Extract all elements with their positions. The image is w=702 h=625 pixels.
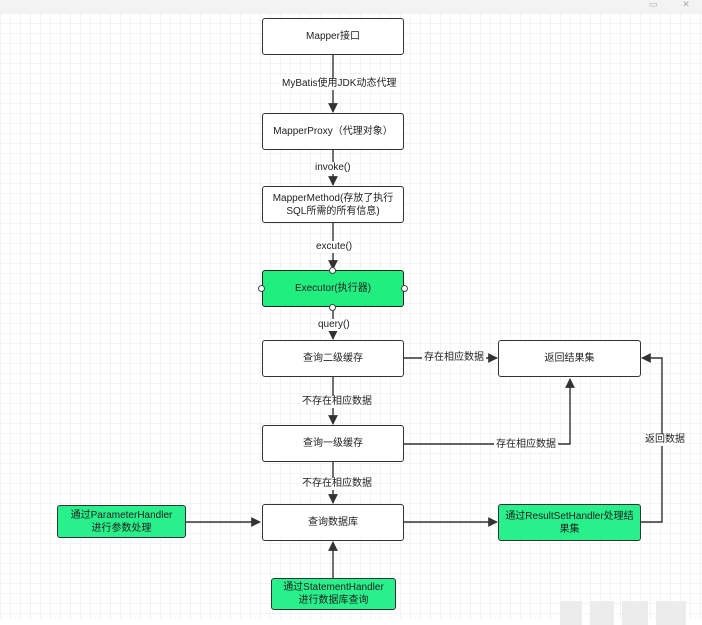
node-mapper-method-label-1: MapperMethod(存放了执行 (272, 192, 394, 204)
edge-l1-to-result (404, 378, 575, 445)
node-query-first-cache-label: 查询一级缓存 (303, 438, 363, 449)
watermark (560, 601, 690, 625)
node-query-second-cache-label: 查询二级缓存 (303, 353, 363, 364)
edge-label-return-data: 返回数据 (643, 434, 687, 446)
node-mapper-method[interactable]: MapperMethod(存放了执行 SQL所需的所有信息) (262, 186, 404, 223)
node-mapper-proxy[interactable]: MapperProxy（代理对象） (262, 113, 404, 150)
restore-icon[interactable]: ▭ (648, 0, 658, 9)
edge-label-l1-hit: 存在相应数据 (494, 439, 558, 451)
node-statement-handler-label-1: 通过StatementHandler (283, 582, 384, 593)
node-result-set-handler-label-1: 通过ResultSetHandler处理结 (505, 510, 634, 522)
edge-label-excute: excute() (314, 241, 355, 253)
node-query-database-label: 查询数据库 (308, 517, 358, 528)
connection-handle-bottom[interactable] (329, 304, 336, 311)
node-result-set-handler-label-2: 果集 (559, 523, 580, 535)
flowchart-canvas[interactable]: Mapper接口 MapperProxy（代理对象） MapperMethod(… (0, 13, 702, 625)
edge-label-l2-hit: 存在相应数据 (422, 352, 486, 364)
node-mapper-method-label-2: SQL所需的所有信息) (286, 205, 380, 217)
node-result-set-handler[interactable]: 通过ResultSetHandler处理结 果集 (498, 504, 641, 541)
edge-label-invoke: invoke() (313, 162, 353, 174)
edge-label-l2-miss: 不存在相应数据 (300, 396, 374, 408)
node-query-database[interactable]: 查询数据库 (262, 504, 404, 541)
node-mapper-interface-label: Mapper接口 (306, 31, 360, 42)
node-statement-handler[interactable]: 通过StatementHandler 进行数据库查询 (271, 578, 396, 610)
edge-label-query: query() (316, 319, 352, 331)
node-mapper-interface[interactable]: Mapper接口 (262, 18, 404, 55)
node-mapper-proxy-label: MapperProxy（代理对象） (273, 126, 393, 137)
node-parameter-handler-label-2: 进行参数处理 (91, 522, 152, 534)
node-parameter-handler-label-1: 通过ParameterHandler (70, 509, 173, 521)
node-executor[interactable]: Executor(执行器) (262, 270, 404, 307)
close-icon[interactable]: ✕ (682, 0, 690, 9)
connection-handle-right[interactable] (401, 285, 408, 292)
window-title-bar: ▭ ✕ (0, 0, 702, 13)
node-query-first-cache[interactable]: 查询一级缓存 (262, 425, 404, 462)
edge-label-jdk-proxy: MyBatis使用JDK动态代理 (280, 78, 399, 90)
node-return-result-set[interactable]: 返回结果集 (498, 340, 641, 377)
connection-handle-left[interactable] (258, 285, 265, 292)
edge-label-l1-miss: 不存在相应数据 (300, 478, 374, 490)
node-query-second-cache[interactable]: 查询二级缓存 (262, 340, 404, 377)
connection-handle-top[interactable] (329, 267, 336, 274)
node-return-result-set-label: 返回结果集 (544, 353, 595, 364)
node-executor-label: Executor(执行器) (294, 283, 372, 294)
node-parameter-handler[interactable]: 通过ParameterHandler 进行参数处理 (57, 505, 186, 538)
node-statement-handler-label-2: 进行数据库查询 (298, 595, 369, 606)
